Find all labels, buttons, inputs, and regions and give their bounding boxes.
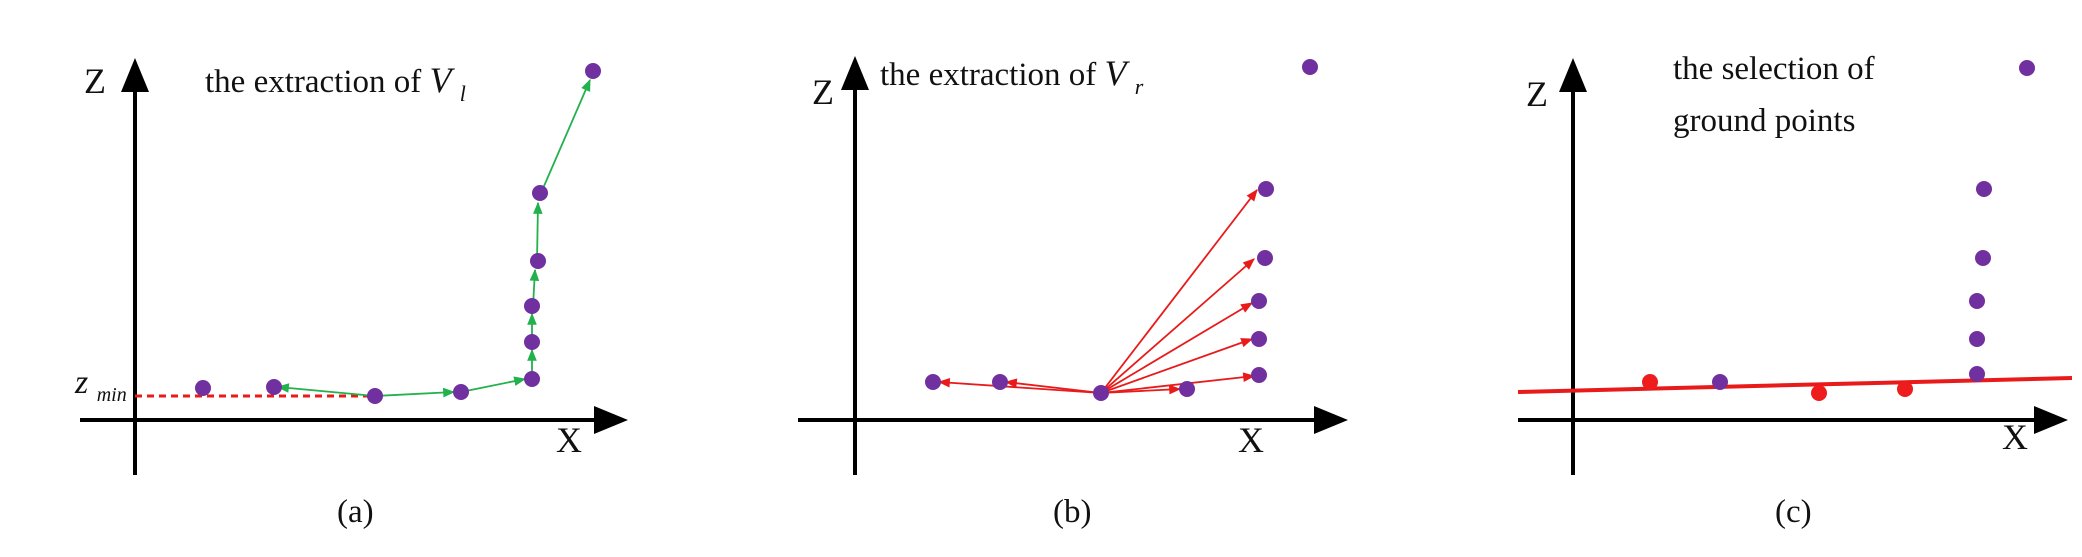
panel-b-point bbox=[992, 374, 1008, 390]
panel-c-points bbox=[1712, 60, 2035, 390]
panel-b-point bbox=[1251, 293, 1267, 309]
panel-a-title: the extraction of V l bbox=[205, 60, 466, 106]
panel-c-point bbox=[1975, 250, 1991, 266]
panel-a-arrow bbox=[533, 201, 543, 262]
panel-c-point bbox=[1712, 374, 1728, 390]
panel-b: Z X the extraction of V r bbox=[798, 53, 1348, 530]
panel-a-caption: (a) bbox=[337, 494, 374, 530]
panel-c-ground-point bbox=[1897, 381, 1913, 397]
panel-b-arrow bbox=[1100, 302, 1254, 394]
panel-a-title-var: V bbox=[430, 60, 456, 100]
panel-c-z-arrowhead bbox=[1559, 58, 1587, 92]
panel-c-caption: (c) bbox=[1775, 494, 1812, 530]
panel-b-point bbox=[1257, 250, 1273, 266]
panel-b-arrow bbox=[1100, 258, 1255, 394]
panel-c-axes bbox=[1518, 58, 2068, 475]
panel-a-point bbox=[530, 253, 546, 269]
panel-b-x-arrowhead bbox=[1314, 406, 1348, 434]
panel-a-point bbox=[524, 334, 540, 350]
panel-c-title-line2: ground points bbox=[1673, 103, 1855, 139]
panel-a-arrow bbox=[460, 376, 527, 393]
panel-b-point bbox=[1179, 381, 1195, 397]
panel-c-point bbox=[1969, 331, 1985, 347]
panel-b-z-label: Z bbox=[812, 72, 834, 112]
panel-a-arrow bbox=[374, 387, 456, 398]
panel-c: Z X the selection of ground points (c) bbox=[1517, 51, 2073, 530]
panel-b-arrow bbox=[1004, 378, 1102, 394]
panel-a-point bbox=[453, 384, 469, 400]
panel-a-point bbox=[524, 371, 540, 387]
panel-a: Z X the extraction of V l z min bbox=[74, 58, 628, 530]
panel-b-point bbox=[1093, 385, 1109, 401]
panel-b-title-var: V bbox=[1105, 53, 1131, 93]
panel-a-point bbox=[367, 388, 383, 404]
panel-a-axes bbox=[80, 58, 628, 475]
panel-a-z-label: Z bbox=[84, 61, 106, 101]
panel-c-x-arrowhead bbox=[2034, 406, 2068, 434]
panel-c-point bbox=[1969, 293, 1985, 309]
panel-c-point bbox=[1976, 181, 1992, 197]
panel-a-title-prefix: the extraction of bbox=[205, 64, 430, 100]
panel-c-ground-point bbox=[1811, 385, 1827, 401]
panel-a-zmin-label: z min bbox=[74, 364, 127, 406]
panel-a-point bbox=[585, 63, 601, 79]
panel-b-caption: (b) bbox=[1053, 494, 1091, 530]
panel-b-x-label: X bbox=[1238, 420, 1264, 460]
panel-a-point bbox=[524, 298, 540, 314]
panel-c-x-label: X bbox=[2002, 417, 2028, 457]
panel-b-title-sub: r bbox=[1135, 74, 1144, 99]
panel-b-red-arrows bbox=[937, 189, 1258, 395]
panel-a-points bbox=[195, 63, 601, 404]
panel-a-x-arrowhead bbox=[594, 406, 628, 434]
panel-b-arrow bbox=[1100, 189, 1258, 394]
panel-b-point bbox=[1251, 331, 1267, 347]
panel-c-point bbox=[2019, 60, 2035, 76]
panel-b-arrow bbox=[937, 377, 1102, 394]
panel-b-point bbox=[925, 374, 941, 390]
panel-a-arrow bbox=[540, 78, 591, 194]
panel-a-arrow bbox=[276, 383, 376, 397]
panel-a-point bbox=[195, 380, 211, 396]
panel-a-point bbox=[266, 379, 282, 395]
panel-b-title: the extraction of V r bbox=[880, 53, 1144, 99]
panel-b-point bbox=[1251, 367, 1267, 383]
panel-b-arrow bbox=[1100, 372, 1256, 394]
panel-a-zmin-main: z bbox=[74, 364, 88, 401]
panel-b-axes bbox=[798, 56, 1348, 475]
panel-c-z-label: Z bbox=[1526, 74, 1548, 114]
panel-a-zmin-sub: min bbox=[97, 384, 127, 406]
panel-b-point bbox=[1258, 181, 1274, 197]
panel-c-ground-point bbox=[1642, 374, 1658, 390]
panel-b-title-prefix: the extraction of bbox=[880, 57, 1105, 93]
panel-b-point bbox=[1302, 59, 1318, 75]
panel-a-point bbox=[532, 185, 548, 201]
panel-b-points bbox=[925, 59, 1318, 401]
panel-b-z-arrowhead bbox=[841, 56, 869, 90]
panel-a-x-label: X bbox=[556, 420, 582, 460]
panel-c-point bbox=[1969, 366, 1985, 382]
panel-c-title-line1: the selection of bbox=[1673, 51, 1875, 87]
panel-c-ground-points bbox=[1642, 374, 1913, 401]
panel-b-arrow bbox=[1100, 338, 1254, 394]
panel-a-green-arrows bbox=[276, 78, 591, 398]
panel-c-ground-line bbox=[1517, 376, 2073, 394]
panel-a-title-sub: l bbox=[460, 81, 466, 106]
panel-a-z-arrowhead bbox=[121, 58, 149, 92]
